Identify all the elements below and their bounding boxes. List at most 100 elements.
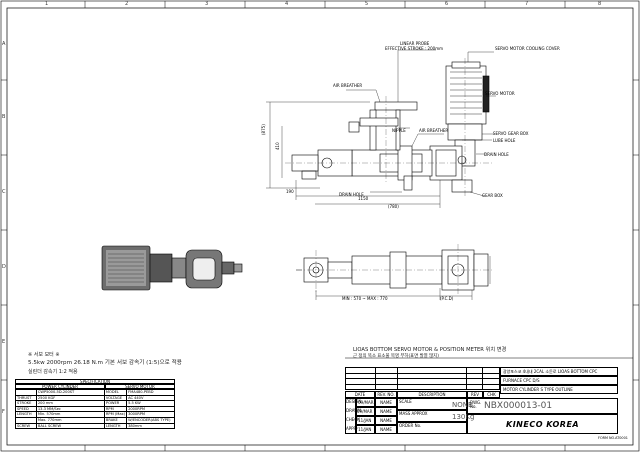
zone-label: B — [2, 114, 6, 120]
approval-label: CHECK — [346, 417, 360, 422]
approval-label: DESIGN — [346, 399, 362, 404]
front-elevation-view — [266, 49, 496, 208]
callout-effective-stroke: EFFECTIVE STROKE : 200mm — [385, 46, 443, 51]
revision-cell — [374, 367, 398, 374]
callout-servo-motor: SERVO MOTOR — [485, 91, 515, 96]
zone-label: 3 — [205, 1, 209, 7]
spec-cell: 3000RPM — [126, 411, 175, 418]
zone-label: E — [2, 339, 6, 345]
spec-title: SPECIFICATION — [15, 379, 175, 384]
table-row: LENGTH Min. 570mm RPM (Max) 3000RPM — [15, 411, 175, 418]
callout-servo-gear-box: SERVO GEAR BOX — [493, 131, 529, 136]
zone-label: D — [2, 264, 6, 270]
revision-note: 근 정의 뚝소 표소불 목명 부하(표면 발열 많지) — [353, 354, 439, 359]
callout-air-breather: AIR BREATHER — [419, 128, 449, 133]
callout-air-breather: AIR BREATHER — [333, 83, 363, 88]
revision-cell — [374, 383, 398, 391]
spec-cell: 2000RPM — [126, 405, 175, 413]
dimension-text: (P.C.D) — [440, 296, 454, 301]
zone-label: 5 — [365, 1, 369, 7]
form-number: FORM NO.AT0001 — [598, 436, 628, 440]
mass-cell: MASS APPROX — [397, 410, 467, 422]
revision-cell — [482, 378, 500, 385]
revision-header: CHK — [483, 391, 500, 398]
scale-cell: SCALE — [397, 398, 467, 410]
drawing-number-cell: DWG. No. NBX000013-01 — [467, 398, 618, 414]
revision-cell — [374, 372, 398, 380]
callout-gear-box: GEAR BOX — [482, 193, 503, 198]
zone-label: 4 — [285, 1, 289, 7]
project-line: 광양포스코 4내내 2CAL 소둔로 LIOAS BOTTOM CPC — [500, 367, 618, 376]
revision-table — [345, 367, 500, 391]
product-photo — [98, 243, 250, 293]
revision-note: LIOAS BOTTOM SERVO MOTOR & POSITION METE… — [353, 347, 507, 353]
spec-cell: AC 440V — [126, 394, 175, 402]
approval-labels — [345, 398, 356, 434]
dimension-text: MIN : 570 ~ MAX : 770 — [342, 296, 388, 301]
spec-cell: RPM — [103, 405, 128, 413]
revision-cell — [374, 378, 398, 385]
callout-drain-hole: DRAIN HOLE — [484, 152, 509, 157]
revision-cell — [482, 367, 500, 374]
revision-cell — [345, 383, 376, 391]
spec-cell: 380mm — [126, 422, 175, 430]
spec-cell: FMA480-PEBD — [126, 389, 175, 396]
callout-lube-hole: LUBE HOLE — [493, 138, 516, 143]
mass-label: MASS APPROX — [399, 411, 428, 416]
mass-value: 130Kg — [452, 413, 475, 421]
zone-label: F — [2, 409, 5, 415]
table-row — [345, 378, 500, 385]
zone-label: 1 — [45, 1, 49, 7]
note-line: 실린더 감속기 1:2 적용 — [28, 369, 78, 375]
drawing-number: NBX000013-01 — [484, 401, 553, 411]
company-logo: KINECO KOREA — [506, 420, 580, 429]
dimension-text: 190 — [286, 189, 294, 194]
revision-cell — [396, 383, 468, 391]
spec-cell: W/ENCODER(ABS TYPE) — [126, 417, 175, 424]
project-line: MOTOR CYLINDER S TYPE OUTLINE — [500, 385, 618, 394]
revision-header: DATE — [345, 391, 375, 398]
callout-nipple: NIPPLE — [392, 128, 406, 133]
revision-header: REV — [467, 391, 483, 398]
plan-view — [296, 244, 494, 300]
spec-cell: BALL SCREW — [35, 422, 105, 430]
revision-header: DESCRIPTION — [397, 391, 467, 398]
note-title: ※ 서보 모터 ※ — [28, 352, 60, 358]
spec-cell: RPM (Max) — [103, 411, 128, 418]
table-row: SCREW BALL SCREW LENGTH 380mm — [15, 422, 175, 430]
zone-label: 7 — [525, 1, 529, 7]
spec-table: CWP5000-5D-200ST MODEL FMA480-PEBD THRUS… — [15, 389, 175, 430]
scale-value: NONE — [452, 401, 473, 409]
zone-label: 8 — [598, 1, 602, 7]
zone-label: 2 — [125, 1, 129, 7]
note-line: 5.5kw 2000rpm 26.18 N.m 기본 서보 감속기 (1:5)으… — [28, 360, 182, 366]
approval-signature: NAME — [375, 416, 397, 425]
approval-label: DRAWN — [346, 408, 362, 413]
approval-signature: NAME — [375, 407, 397, 416]
revision-cell — [482, 372, 500, 380]
spec-cell: VOLTAGE — [103, 394, 128, 402]
spec-column-header: POWER CYLINDER — [15, 384, 105, 389]
approval-label: APPR — [346, 426, 357, 431]
zone-label: C — [2, 189, 6, 195]
approval-date: '11/JAN — [356, 425, 375, 434]
dimension-text: 1150 — [358, 196, 369, 201]
spec-cell: 5.5 KW — [126, 400, 175, 407]
approval-signature: NAME — [375, 425, 397, 434]
approval-date: 09/MAR — [356, 407, 375, 416]
approval-date: '11/JAN — [356, 416, 375, 425]
spec-cell: SCREW — [15, 422, 37, 430]
scale-label: SCALE — [399, 399, 412, 404]
zone-label: A — [2, 41, 6, 47]
spec-cell: BRAKE — [103, 417, 128, 424]
table-row — [345, 383, 500, 391]
company-cell: KINECO KOREA — [467, 414, 618, 434]
approval-signature: NAME — [375, 398, 397, 407]
spec-cell: POWER — [103, 400, 128, 407]
revision-header: REV. NO. — [375, 391, 397, 398]
project-line: FURNACE CPC D/S — [500, 376, 618, 385]
callout-linear-probe: LINEAR PROBE — [400, 41, 430, 46]
spec-cell: MODEL — [103, 389, 128, 396]
spec-column-header: SERVO MOTOR — [105, 384, 175, 389]
dimension-text: 410 — [275, 142, 280, 150]
